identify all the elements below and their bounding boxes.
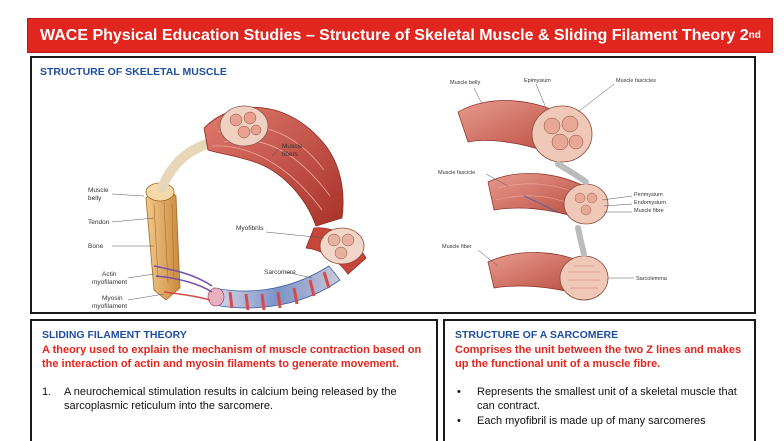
label-endomysium: Endomysium <box>634 200 666 206</box>
bullet-text: Each myofibril is made up of many sarcom… <box>477 415 706 427</box>
actin-myosin-filaments <box>153 265 213 301</box>
bullet-text: Represents the smallest unit of a skelet… <box>477 386 737 412</box>
step-number: 1. <box>42 386 52 398</box>
skeletal-muscle-panel: STRUCTURE OF SKELETAL MUSCLE <box>30 56 756 314</box>
page-title-bar: WACE Physical Education Studies – Struct… <box>27 18 773 53</box>
whole-muscle-drawing <box>457 100 593 163</box>
page-title: WACE Physical Education Studies – Struct… <box>40 26 749 44</box>
bone-drawing <box>145 181 181 301</box>
sliding-filament-panel: SLIDING FILAMENT THEORY A theory used to… <box>30 319 438 441</box>
muscle-fiber-drawing <box>487 252 609 301</box>
sliding-filament-heading: SLIDING FILAMENT THEORY <box>42 329 187 341</box>
label-myosin-2: myofilament <box>92 303 127 310</box>
sarcomere-panel: STRUCTURE OF A SARCOMERE Comprises the u… <box>443 319 756 441</box>
sliding-filament-definition: A theory used to explain the mechanism o… <box>42 344 422 370</box>
label-myofibrils: Myofibrils <box>236 225 264 232</box>
label-bone: Bone <box>88 243 104 250</box>
sarcomere-definition: Comprises the unit between the two Z lin… <box>455 344 742 370</box>
label-tendon: Tendon <box>88 219 110 226</box>
label-muscle-fiber: Muscle fiber <box>442 244 472 250</box>
label-sarcomere: Sarcomere <box>264 269 296 276</box>
myofibril-bundle <box>305 227 367 275</box>
skeletal-muscle-illustration: Muscle belly Tendon Bone Muscle fibers M… <box>88 105 367 311</box>
label-muscle-fibre: Muscle fibre <box>634 208 664 214</box>
muscle-layers-illustration: Muscle belly Epimysium Muscle fascicles … <box>438 78 668 301</box>
label-actin: Actin <box>102 271 117 278</box>
muscle-fiber-bundle <box>219 105 269 147</box>
list-item: • Each myofibril is made up of many sarc… <box>455 414 746 428</box>
label-sarcolemma: Sarcolemma <box>636 276 668 282</box>
label-myosin: Myosin <box>102 295 123 302</box>
skeletal-muscle-heading: STRUCTURE OF SKELETAL MUSCLE <box>40 66 227 78</box>
sarcomere-heading: STRUCTURE OF A SARCOMERE <box>455 329 619 341</box>
sarcomere-bullets: • Represents the smallest unit of a skel… <box>455 385 746 428</box>
label-muscle-belly-2: belly <box>88 195 102 202</box>
label-muscle-fibers: Muscle <box>282 143 303 150</box>
label-muscle-belly: Muscle <box>88 187 109 194</box>
list-item: 1. A neurochemical stimulation results i… <box>42 385 428 413</box>
tendon-drawing <box>157 137 217 193</box>
sarcomere-tube <box>207 265 341 311</box>
zoom-arrows <box>555 161 589 257</box>
label-muscle-fibers-2: fibers <box>282 151 299 158</box>
sliding-filament-steps: 1. A neurochemical stimulation results i… <box>42 385 428 413</box>
step-text: A neurochemical stimulation results in c… <box>64 386 397 412</box>
bullet-mark: • <box>457 415 461 427</box>
fascicle-drawing <box>487 173 609 225</box>
label-actin-2: myofilament <box>92 279 127 286</box>
label-muscle-fascicle: Muscle fascicle <box>438 170 475 176</box>
label-epimysium: Epimysium <box>524 78 551 84</box>
label-muscle-fascicles: Muscle fascicles <box>616 78 656 84</box>
list-item: • Represents the smallest unit of a skel… <box>455 385 746 413</box>
label-side-muscle-belly: Muscle belly <box>450 80 481 86</box>
bullet-mark: • <box>457 386 461 398</box>
label-perimysium: Perimysium <box>634 192 663 198</box>
